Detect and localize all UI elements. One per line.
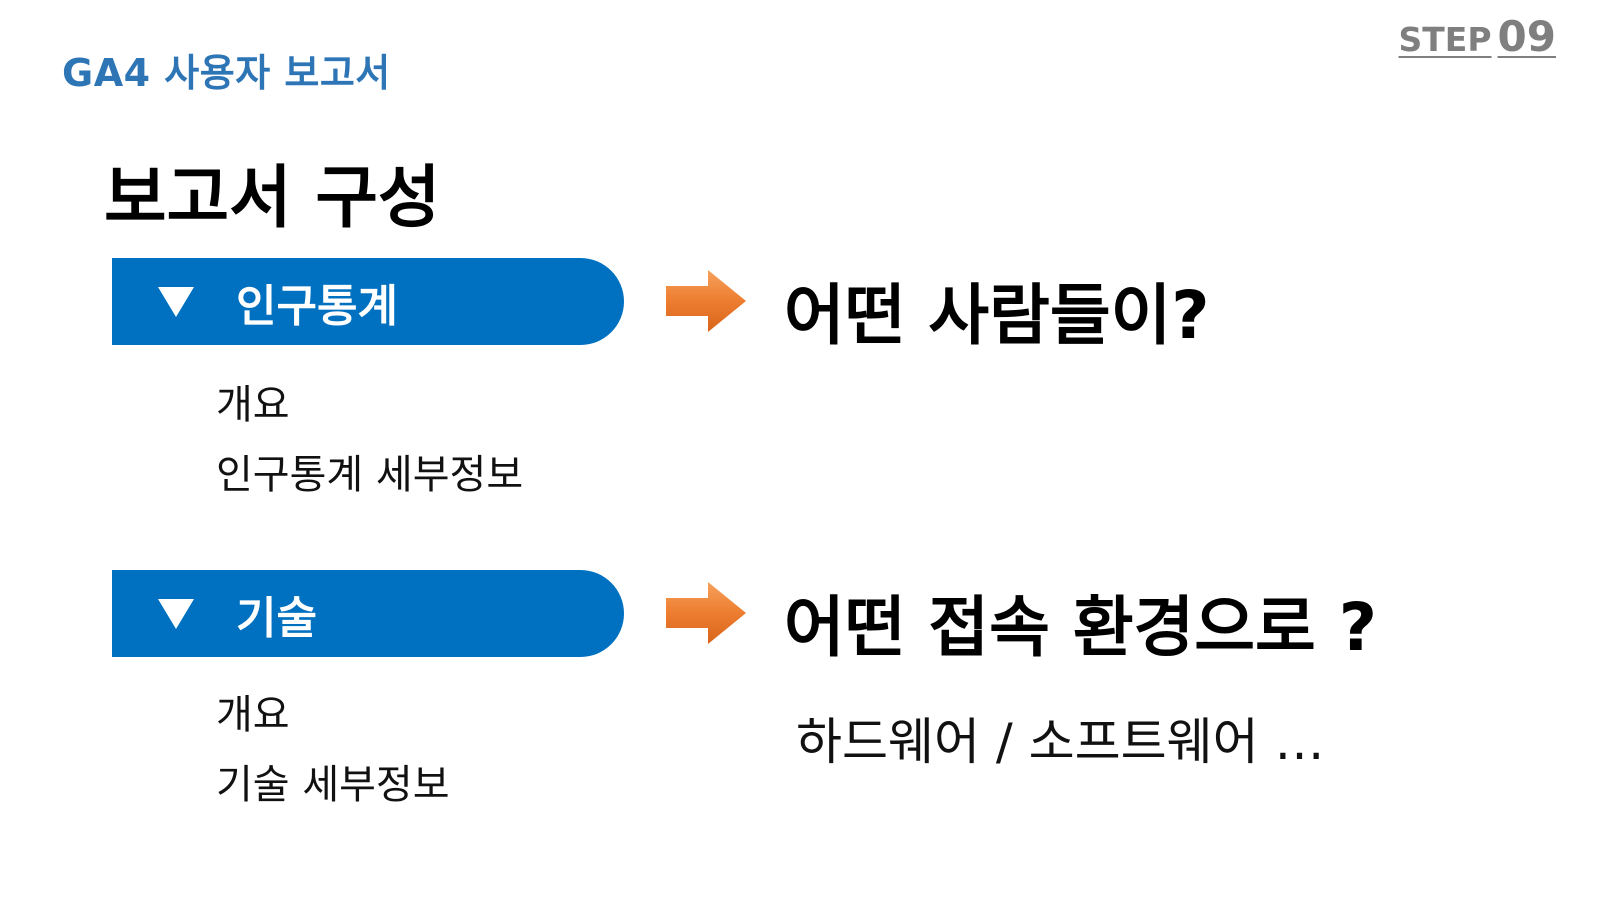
section-label: 인구통계 (236, 280, 398, 332)
section-bar-technology: 기술 (112, 570, 624, 657)
triangle-down-icon (158, 598, 194, 629)
question-demographics: 어떤 사람들이? (784, 277, 1210, 354)
list-item-technology-detail: 기술 세부정보 (216, 762, 450, 808)
page-title: 보고서 구성 (104, 159, 441, 238)
header-title: GA4 사용자 보고서 (62, 51, 391, 95)
list-item-overview: 개요 (216, 382, 290, 428)
triangle-down-icon (158, 286, 194, 317)
technology-detail-text: 하드웨어 / 소프트웨어 … (796, 713, 1325, 771)
step-word: STEP (1398, 20, 1492, 59)
section-bar-demographics: 인구통계 (112, 258, 624, 345)
section-label: 기술 (236, 592, 317, 644)
arrow-right-icon (666, 582, 746, 644)
list-item-overview: 개요 (216, 692, 290, 738)
step-number: 09 (1497, 12, 1556, 61)
question-technology: 어떤 접속 환경으로 ? (784, 589, 1377, 666)
arrow-right-icon (666, 270, 746, 332)
list-item-demographics-detail: 인구통계 세부정보 (216, 452, 524, 498)
